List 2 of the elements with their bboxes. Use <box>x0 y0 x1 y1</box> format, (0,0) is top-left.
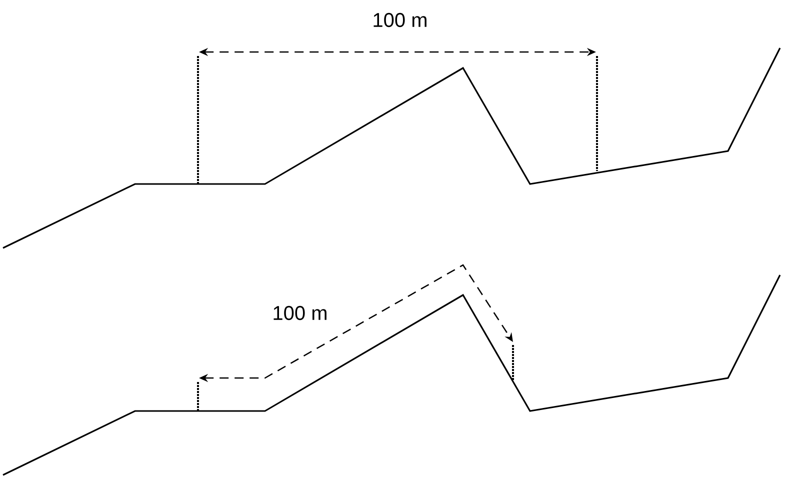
dimension-label: 100 m <box>374 12 426 28</box>
dimension-label: 100 m <box>274 306 326 320</box>
